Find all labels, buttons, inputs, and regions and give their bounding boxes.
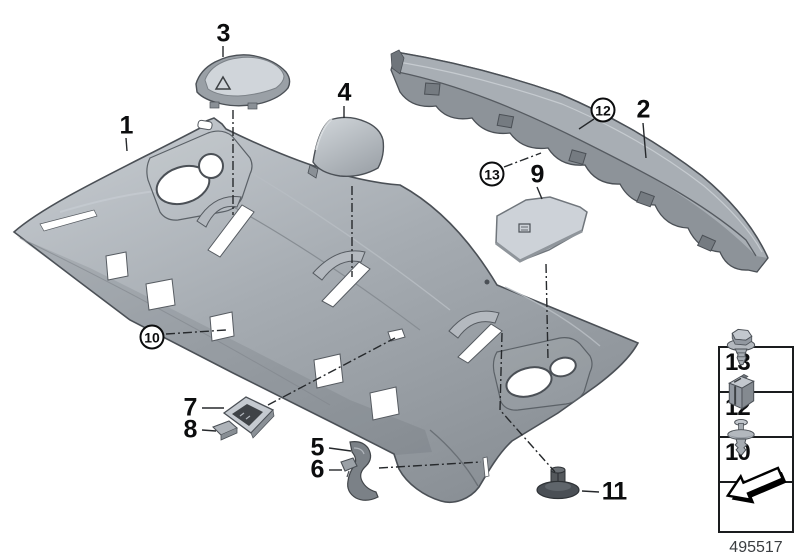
part-callout-8[interactable]: 8 (183, 415, 198, 444)
part-callout-1[interactable]: 1 (119, 111, 134, 140)
drawing-number: 495517 (729, 539, 783, 556)
continuation-arrow-icon (725, 466, 787, 504)
leader-lines (125, 46, 647, 493)
part-callout-3[interactable]: 3 (216, 19, 231, 48)
legend-row-13[interactable]: 13 (718, 328, 794, 393)
expansion-nut-icon (728, 373, 755, 410)
part-callout-5[interactable]: 5 (310, 433, 325, 462)
part-callout-2[interactable]: 2 (636, 95, 651, 124)
expansion-rivet-icon (727, 418, 755, 456)
fastener-part-11 (536, 466, 580, 500)
part-callout-7[interactable]: 7 (183, 393, 198, 422)
part-callout-9[interactable]: 9 (530, 160, 545, 189)
bezel-part-7 (222, 396, 275, 439)
shelf-part-1 (12, 117, 640, 503)
legend-row-arrow[interactable] (718, 466, 794, 533)
cover-part-9 (495, 196, 588, 263)
part-callout-6[interactable]: 6 (310, 455, 325, 484)
right-speaker-cutouts (492, 337, 593, 411)
cap-part-8 (212, 420, 239, 441)
bracket-part-5 (347, 441, 379, 501)
part-callout-12[interactable]: 12 (590, 97, 616, 123)
part-callout-11[interactable]: 11 (601, 477, 627, 506)
part-callout-4[interactable]: 4 (337, 78, 352, 107)
trim-strip-clips (424, 82, 717, 252)
clip-part-6 (340, 457, 358, 478)
part-callout-10[interactable]: 10 (139, 324, 165, 350)
fastener-legend: 13 12 10 (718, 328, 794, 533)
cover-part-4 (307, 116, 385, 179)
trim-strip-part-2 (390, 49, 769, 273)
cover-part-3 (195, 54, 291, 110)
part-callout-13[interactable]: 13 (479, 161, 505, 187)
apron-holes (105, 251, 400, 421)
hex-head-screw-icon (726, 328, 756, 366)
legend-row-12[interactable]: 12 (718, 373, 794, 438)
